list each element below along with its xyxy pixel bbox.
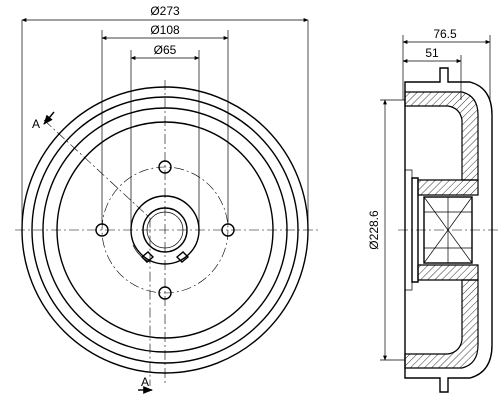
tab-guide-arc (132, 244, 151, 263)
bolt-hole-top (158, 160, 172, 174)
locating-tab-left (140, 251, 155, 263)
label-outer-diameter: Ø273 (150, 4, 180, 18)
label-inner-width: 51 (425, 46, 439, 60)
section-view: 76.5 51 Ø228.6 (367, 27, 498, 393)
label-friction-diameter: Ø228.6 (367, 210, 381, 250)
label-bolt-circle: Ø108 (150, 23, 180, 37)
hub-section-lower (417, 264, 479, 281)
hub-section-upper (417, 179, 479, 196)
lower-wall-section (404, 279, 479, 369)
label-total-width: 76.5 (433, 27, 457, 41)
front-view: Ø273 Ø108 Ø65 A A (15, 4, 320, 394)
section-line (43, 119, 151, 386)
section-mark-top: A (32, 117, 40, 131)
locating-tab-right (175, 251, 190, 263)
section-mark-bottom: A (141, 375, 149, 389)
section-arrow-top (43, 111, 55, 125)
label-center-bore: Ø65 (154, 43, 177, 57)
bolt-hole-bottom (158, 286, 172, 300)
upper-wall-section (404, 91, 479, 181)
